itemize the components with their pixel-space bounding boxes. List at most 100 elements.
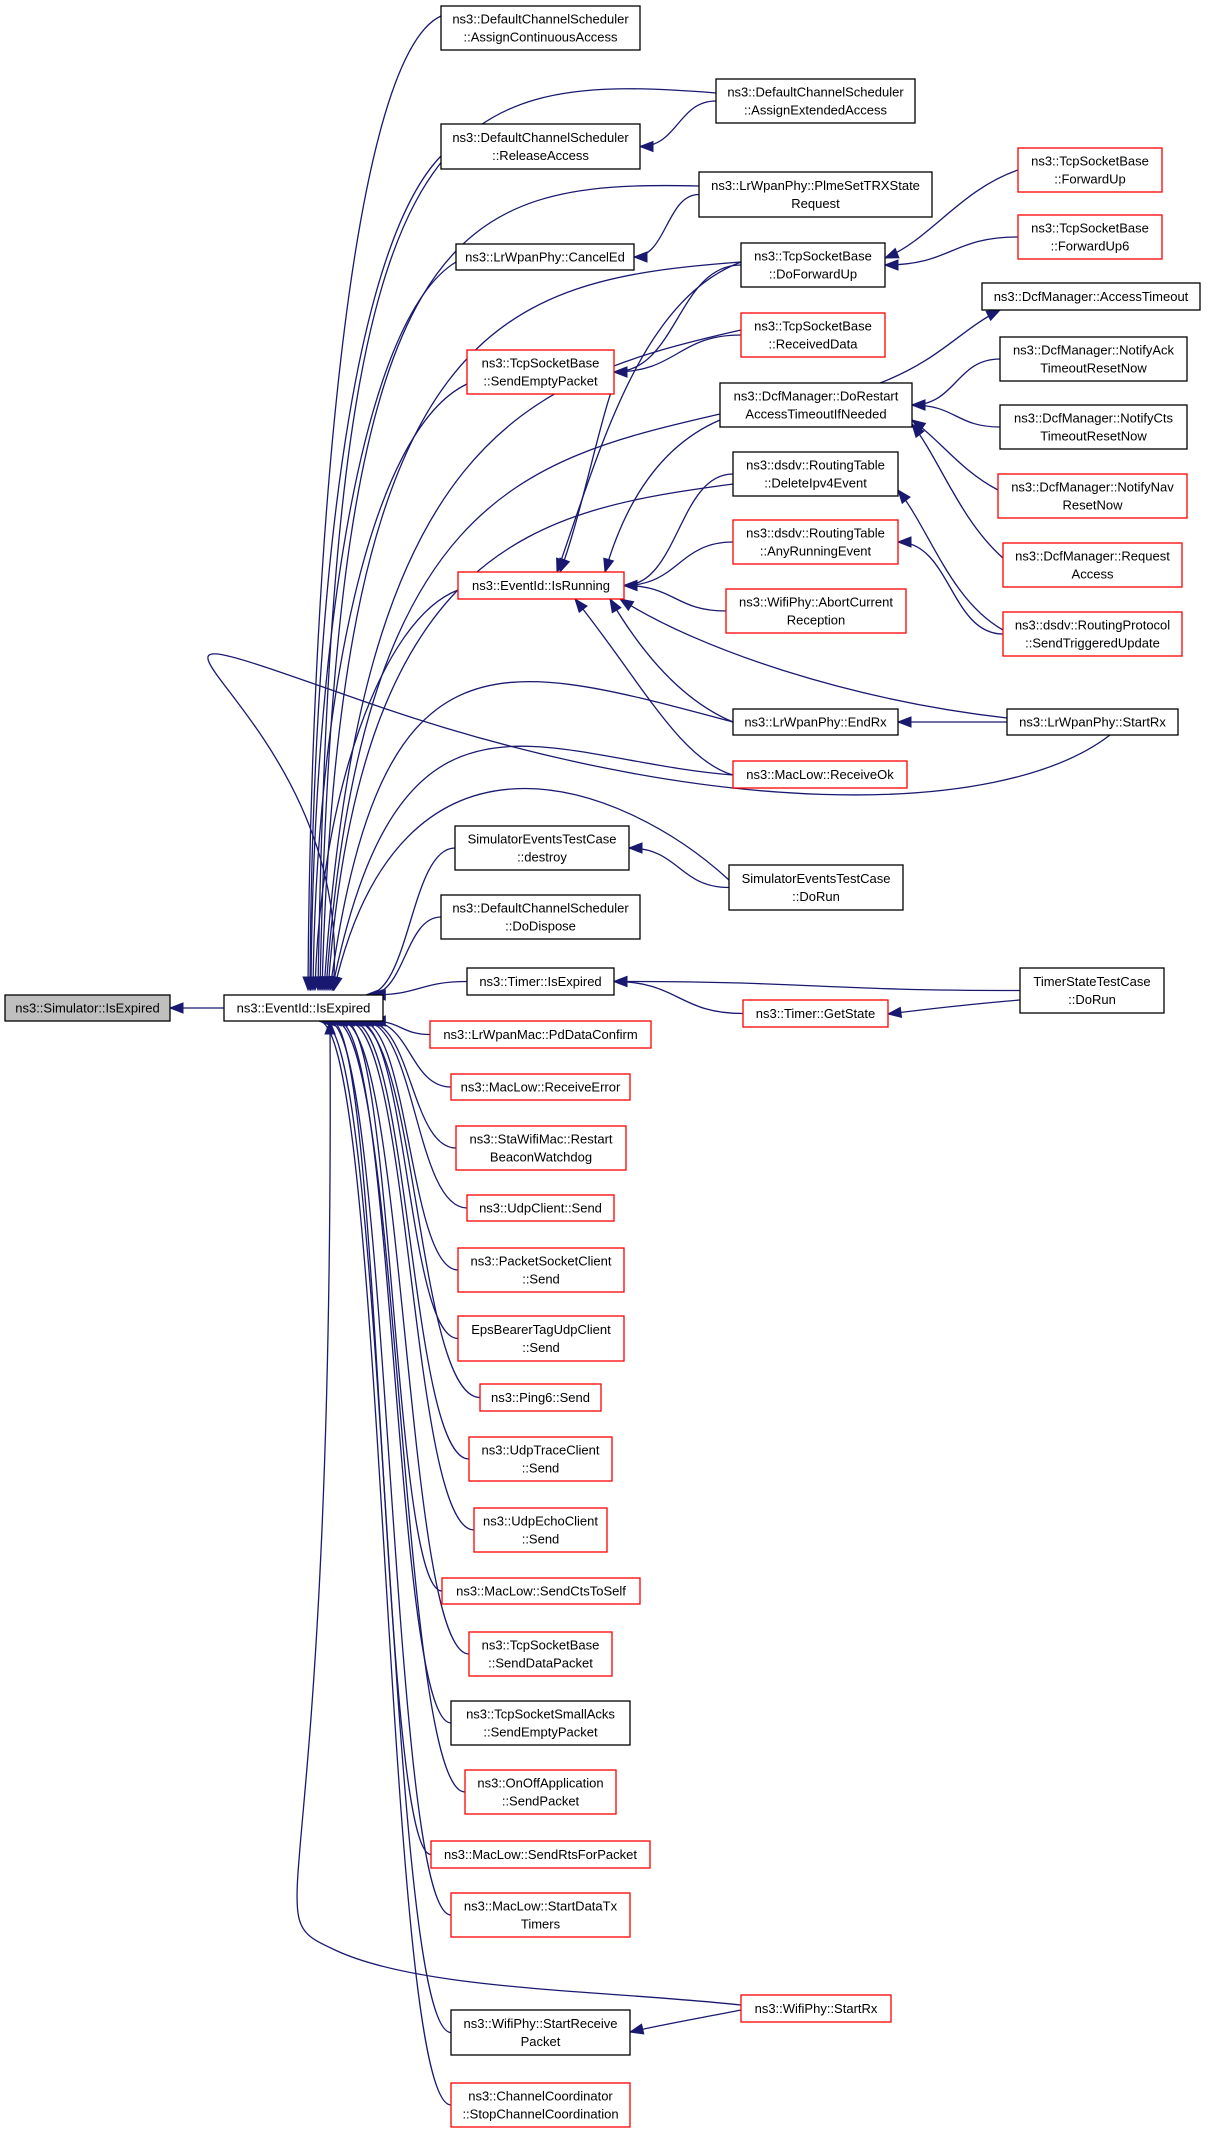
arrowhead-icon	[910, 399, 926, 411]
call-edge-dcf_nav-to-dcf_restart	[910, 419, 999, 491]
node-root[interactable]: ns3::Simulator::IsExpired	[4, 994, 171, 1022]
node-dcf_cts[interactable]: ns3::DcfManager::NotifyCtsTimeoutResetNo…	[999, 404, 1188, 450]
edge-line	[369, 916, 442, 996]
node-label: ::SendEmptyPacket	[483, 1725, 598, 1740]
node-set_dorun[interactable]: SimulatorEventsTestCase::DoRun	[728, 864, 904, 911]
node-eps_send[interactable]: EpsBearerTagUdpClient::Send	[457, 1315, 625, 1362]
node-label: ns3::LrWpanMac::PdDataConfirm	[443, 1027, 637, 1042]
node-tcp_recvd[interactable]: ns3::TcpSocketBase::ReceivedData	[740, 312, 886, 358]
edge-line	[344, 1020, 443, 1592]
edge-line	[887, 999, 1021, 1015]
node-tcp_senddata[interactable]: ns3::TcpSocketBase::SendDataPacket	[468, 1631, 613, 1677]
edge-line	[911, 358, 1001, 406]
node-tcp_fwd[interactable]: ns3::TcpSocketBase::ForwardUp	[1017, 147, 1163, 193]
node-label: ns3::TcpSocketBase	[754, 249, 872, 264]
node-dcs_ext[interactable]: ns3::DefaultChannelScheduler::AssignExte…	[715, 78, 916, 124]
node-dcs_rel[interactable]: ns3::DefaultChannelScheduler::ReleaseAcc…	[440, 123, 641, 170]
node-label: ns3::DefaultChannelScheduler	[452, 901, 629, 916]
node-maclow_rok[interactable]: ns3::MacLow::ReceiveOk	[732, 760, 908, 789]
node-timer_exp[interactable]: ns3::Timer::IsExpired	[466, 967, 615, 996]
node-box	[997, 473, 1188, 519]
node-box	[740, 242, 886, 288]
node-onoff_send[interactable]: ns3::OnOffApplication::SendPacket	[464, 1769, 617, 1815]
node-lrmac_pd[interactable]: ns3::LrWpanMac::PdDataConfirm	[429, 1020, 652, 1049]
edge-line	[347, 1020, 475, 1531]
node-tcp_dofwd[interactable]: ns3::TcpSocketBase::DoForwardUp	[740, 242, 886, 288]
edge-line	[623, 584, 727, 612]
edge-line	[633, 193, 700, 258]
node-eid_running[interactable]: ns3::EventId::IsRunning	[457, 571, 625, 600]
node-box	[440, 894, 641, 940]
node-tcpsa_empty[interactable]: ns3::TcpSocketSmallAcks::SendEmptyPacket	[450, 1700, 631, 1746]
edge-line	[613, 980, 744, 1015]
node-label: ::SendDataPacket	[488, 1656, 593, 1671]
node-lr_endrx[interactable]: ns3::LrWpanPhy::EndRx	[732, 708, 899, 736]
node-udp_send[interactable]: ns3::UdpClient::Send	[466, 1194, 615, 1222]
node-dsdv_any[interactable]: ns3::dsdv::RoutingTable::AnyRunningEvent	[732, 519, 899, 565]
node-dcf_acc[interactable]: ns3::DcfManager::AccessTimeout	[981, 282, 1201, 311]
node-maclow_rts[interactable]: ns3::MacLow::SendRtsForPacket	[430, 1840, 651, 1869]
node-ping6_send[interactable]: ns3::Ping6::Send	[479, 1383, 602, 1412]
arrowhead-icon	[897, 488, 911, 505]
arrowhead-icon	[896, 536, 912, 548]
arrowhead-icon	[603, 557, 615, 574]
node-dsdv_trig[interactable]: ns3::dsdv::RoutingProtocol::SendTriggere…	[1002, 611, 1183, 657]
call-edge-wifi_abort-to-eid_running	[622, 579, 727, 612]
node-box	[1017, 147, 1163, 193]
call-edge-lr_startrx-to-eid_running	[618, 598, 1008, 719]
edge-line	[372, 980, 468, 996]
call-edge-lr_plme-to-lr_cancel	[632, 193, 700, 263]
node-udptrace_send[interactable]: ns3::UdpTraceClient::Send	[468, 1436, 613, 1482]
node-timer_state[interactable]: ns3::Timer::GetState	[742, 999, 889, 1028]
node-label: ns3::PacketSocketClient	[471, 1254, 612, 1269]
node-label: ns3::TcpSocketBase	[482, 356, 600, 371]
node-maclow_cts[interactable]: ns3::MacLow::SendCtsToSelf	[441, 1577, 641, 1605]
node-label: ns3::LrWpanPhy::PlmeSetTRXState	[711, 178, 920, 193]
node-label: ns3::Timer::GetState	[756, 1006, 875, 1021]
call-edge-dcs_rel-to-eid_expired	[304, 155, 442, 992]
node-box	[732, 760, 908, 789]
edge-line	[321, 261, 742, 991]
node-eid_expired[interactable]: ns3::EventId::IsExpired	[223, 994, 384, 1022]
edge-line	[613, 264, 742, 373]
edge-line	[365, 847, 456, 996]
node-set_destroy[interactable]: SimulatorEventsTestCase::destroy	[454, 825, 630, 871]
node-lr_startrx[interactable]: ns3::LrWpanPhy::StartRx	[1006, 708, 1179, 736]
node-wifi_startrx[interactable]: ns3::WifiPhy::StartRx	[740, 1994, 892, 2023]
node-label: ::ReleaseAccess	[492, 148, 589, 163]
node-lr_cancel[interactable]: ns3::LrWpanPhy::CancelEd	[455, 243, 635, 271]
node-tst_dorun[interactable]: TimerStateTestCase::DoRun	[1019, 967, 1165, 1014]
node-dcf_ack[interactable]: ns3::DcfManager::NotifyAckTimeoutResetNo…	[999, 336, 1188, 382]
node-box	[1002, 611, 1183, 657]
node-dcs_acc[interactable]: ns3::DefaultChannelScheduler::AssignCont…	[440, 5, 641, 51]
call-edge-timer_state-to-timer_exp	[612, 975, 744, 1015]
node-dcf_restart[interactable]: ns3::DcfManager::DoRestartAccessTimeoutI…	[719, 382, 913, 428]
node-label: ns3::DcfManager::NotifyAck	[1013, 343, 1175, 358]
node-udpecho_send[interactable]: ns3::UdpEchoClient::Send	[473, 1507, 608, 1553]
edge-line	[559, 383, 615, 573]
arrowhead-icon	[574, 597, 588, 614]
arrowhead-icon	[309, 976, 322, 992]
node-box	[450, 1073, 631, 1101]
edge-line	[354, 1020, 481, 1399]
node-label: Timers	[521, 1917, 561, 1932]
node-tcp_fwd6[interactable]: ns3::TcpSocketBase::ForwardUp6	[1017, 214, 1163, 260]
node-dsdv_del[interactable]: ns3::dsdv::RoutingTable::DeleteIpv4Event	[732, 451, 899, 497]
node-dcs_dispose[interactable]: ns3::DefaultChannelScheduler::DoDispose	[440, 894, 641, 940]
node-label: ns3::Ping6::Send	[491, 1390, 590, 1405]
node-label: ::DoRun	[792, 889, 840, 904]
edge-line	[351, 1020, 470, 1460]
node-tcp_sendempty[interactable]: ns3::TcpSocketBase::SendEmptyPacket	[466, 349, 615, 395]
node-psc_send[interactable]: ns3::PacketSocketClient::Send	[457, 1247, 625, 1293]
node-cc_stop[interactable]: ns3::ChannelCoordinator::StopChannelCoor…	[450, 2082, 631, 2128]
edge-line	[333, 787, 730, 991]
node-label: Reception	[787, 613, 846, 628]
node-maclow_rerr[interactable]: ns3::MacLow::ReceiveError	[450, 1073, 631, 1101]
